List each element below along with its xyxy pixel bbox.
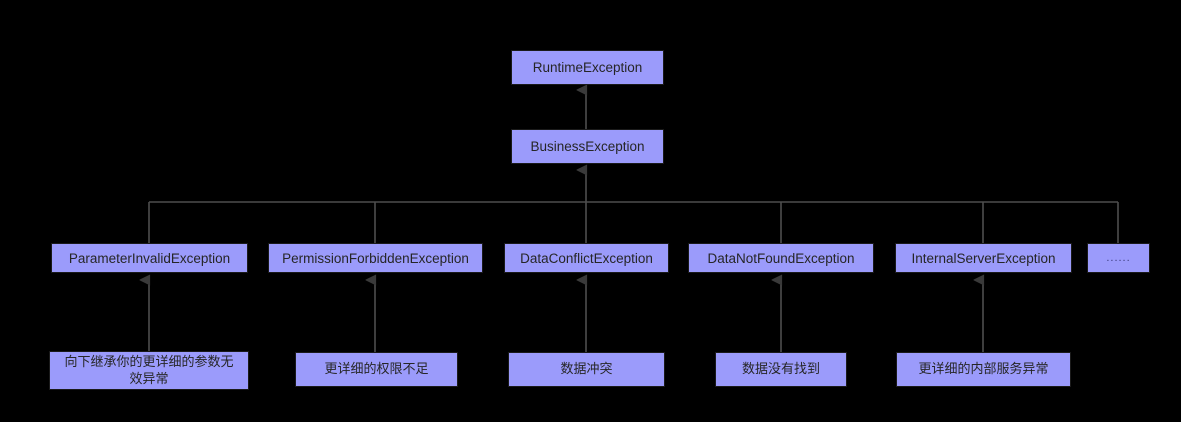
node-parameter-invalid-detail[interactable]: 向下继承你的更详细的参数无 效异常 (49, 351, 249, 390)
node-internal-server-detail[interactable]: 更详细的内部服务异常 (896, 352, 1071, 387)
node-business-exception[interactable]: BusinessException (511, 129, 664, 164)
node-data-conflict-detail[interactable]: 数据冲突 (508, 352, 665, 387)
node-data-not-found-exception[interactable]: DataNotFoundException (688, 243, 874, 273)
node-permission-forbidden-exception[interactable]: PermissionForbiddenException (268, 243, 483, 273)
node-internal-server-exception[interactable]: InternalServerException (895, 243, 1072, 273)
node-runtime-exception[interactable]: RuntimeException (511, 50, 664, 85)
node-data-not-found-detail[interactable]: 数据没有找到 (715, 352, 847, 387)
node-more-exceptions[interactable]: ...... (1087, 243, 1150, 273)
node-permission-forbidden-detail[interactable]: 更详细的权限不足 (295, 352, 458, 387)
node-parameter-invalid-exception[interactable]: ParameterInvalidException (51, 243, 248, 273)
node-data-conflict-exception[interactable]: DataConflictException (504, 243, 669, 273)
